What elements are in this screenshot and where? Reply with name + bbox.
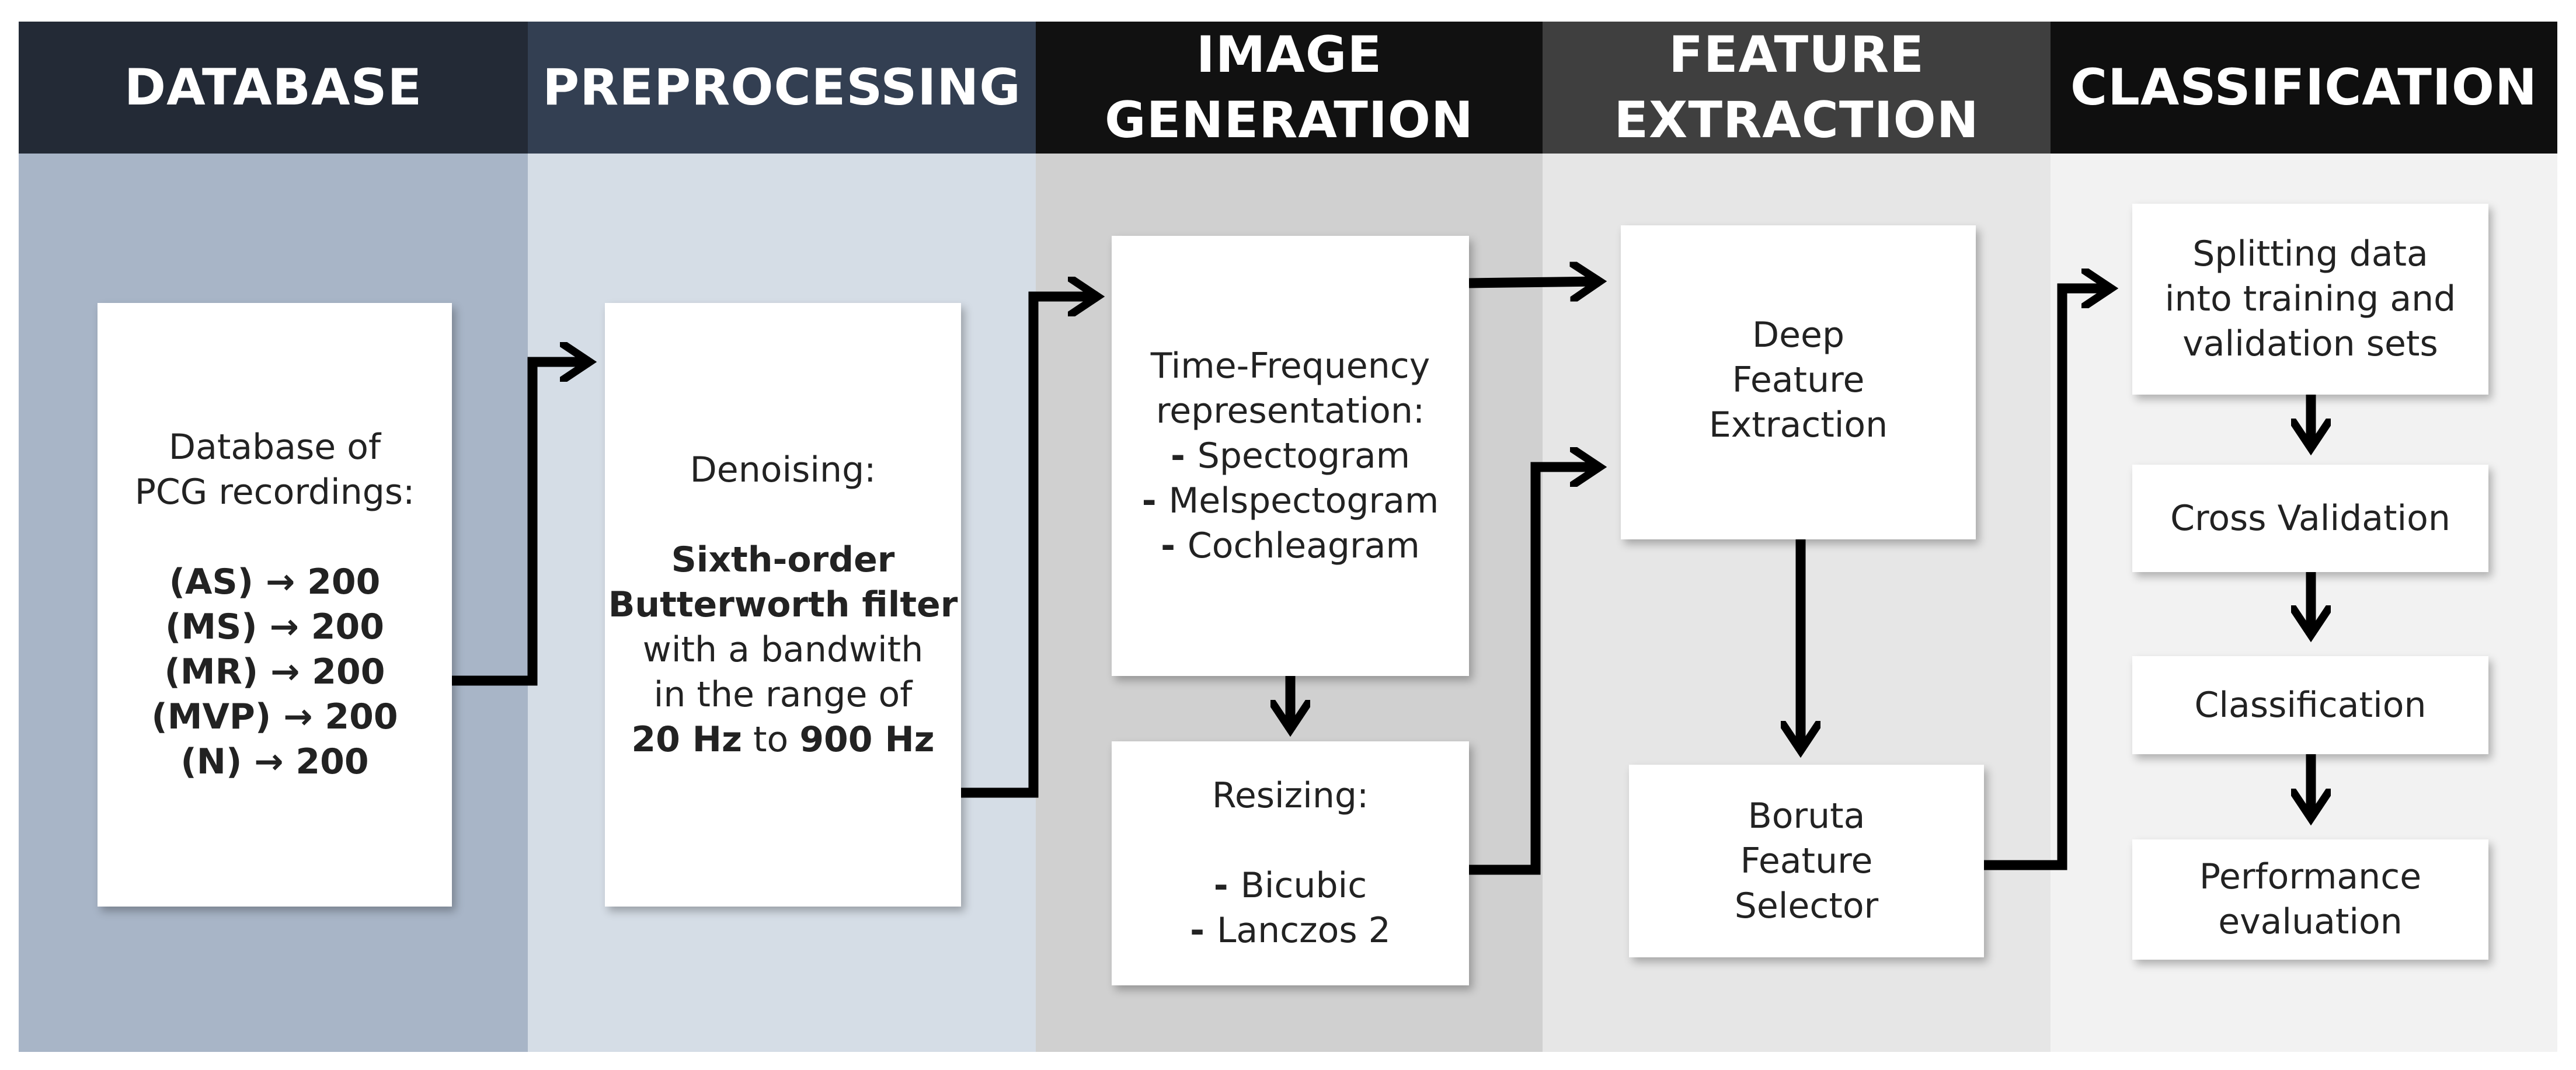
freq-high: 900 Hz [799,719,935,760]
column-title-line: GENERATION [1105,91,1474,149]
class-count: (MS) → 200 [165,607,385,647]
classification-line: Classification [2194,684,2427,726]
boruta-feature-selector-box: Boruta Feature Selector [1629,765,1984,957]
column-title: CLASSIFICATION [2070,58,2537,117]
cv-line: Cross Validation [2170,497,2450,539]
tf-item: - Cochleagram [1142,524,1439,569]
freq-low: 20 Hz [631,719,742,760]
resizing-heading: Resizing: [1212,775,1369,816]
denoising-heading: Denoising: [690,449,876,490]
resize-item: - Lanczos 2 [1190,908,1391,953]
filter-order: Sixth-order [671,539,895,580]
frequency-range: 20 Hz to 900 Hz [608,717,958,762]
column-header-classification: CLASSIFICATION [2051,22,2557,154]
column-title: PREPROCESSING [542,58,1021,117]
performance-line: Performance [2199,856,2422,897]
resizing-box: Resizing: - Bicubic - Lanczos 2 [1112,741,1469,985]
deep-line: Feature [1732,360,1865,400]
tf-line: representation: [1155,390,1425,431]
tf-item: - Spectogram [1142,434,1439,479]
column-header-feature-extraction: FEATURE EXTRACTION [1543,22,2051,154]
time-frequency-box: Time-Frequency representation: - Spectog… [1112,236,1469,676]
performance-line: evaluation [2218,901,2403,942]
class-count: (AS) → 200 [169,562,381,602]
column-header-image-generation: IMAGE GENERATION [1036,22,1543,154]
boruta-line: Feature [1740,840,1873,881]
column-title-line: IMAGE [1196,26,1383,84]
resize-item-label: Lanczos 2 [1216,910,1391,951]
bullet: - [1170,435,1198,476]
tf-item: - Melspectogram [1142,479,1439,524]
bullet: - [1190,910,1217,951]
denoising-box: Denoising: Sixth-order Butterworth filte… [605,303,961,907]
class-count: (MR) → 200 [164,651,385,692]
cross-validation-box: Cross Validation [2132,465,2488,572]
classification-box: Classification [2132,656,2488,754]
split-line: validation sets [2182,323,2438,364]
filter-name: Butterworth filter [608,584,958,625]
split-data-box: Splitting data into training and validat… [2132,204,2488,395]
bullet: - [1161,525,1188,566]
filter-desc: with a bandwith [642,629,924,670]
tf-item-label: Melspectogram [1168,480,1439,521]
column-title: DATABASE [124,58,423,117]
freq-to: to [742,719,800,760]
filter-desc: in the range of [653,674,913,715]
resize-item: - Bicubic [1190,863,1391,908]
column-header-preprocessing: PREPROCESSING [528,22,1036,154]
tf-item-label: Cochleagram [1187,525,1420,566]
boruta-line: Selector [1734,885,1879,926]
tf-line: Time-Frequency [1150,345,1430,386]
bullet: - [1213,865,1241,906]
tf-item-label: Spectogram [1197,435,1411,476]
database-line: PCG recordings: [134,472,415,513]
split-line: into training and [2164,278,2456,319]
column-title-line: EXTRACTION [1614,91,1979,149]
deep-line: Extraction [1708,405,1888,445]
deep-feature-extraction-box: Deep Feature Extraction [1621,225,1976,539]
class-count: (N) → 200 [180,741,369,782]
database-line: Database of [168,427,381,468]
database-box: Database of PCG recordings: (AS) → 200 (… [98,303,452,907]
bullet: - [1141,480,1169,521]
split-line: Splitting data [2192,233,2428,274]
class-count: (MVP) → 200 [151,696,398,737]
column-title-line: FEATURE [1669,26,1924,84]
boruta-line: Boruta [1747,795,1865,837]
performance-evaluation-box: Performance evaluation [2132,839,2488,960]
deep-line: Deep [1752,315,1845,355]
column-header-database: DATABASE [19,22,528,154]
resize-item-label: Bicubic [1240,865,1367,906]
